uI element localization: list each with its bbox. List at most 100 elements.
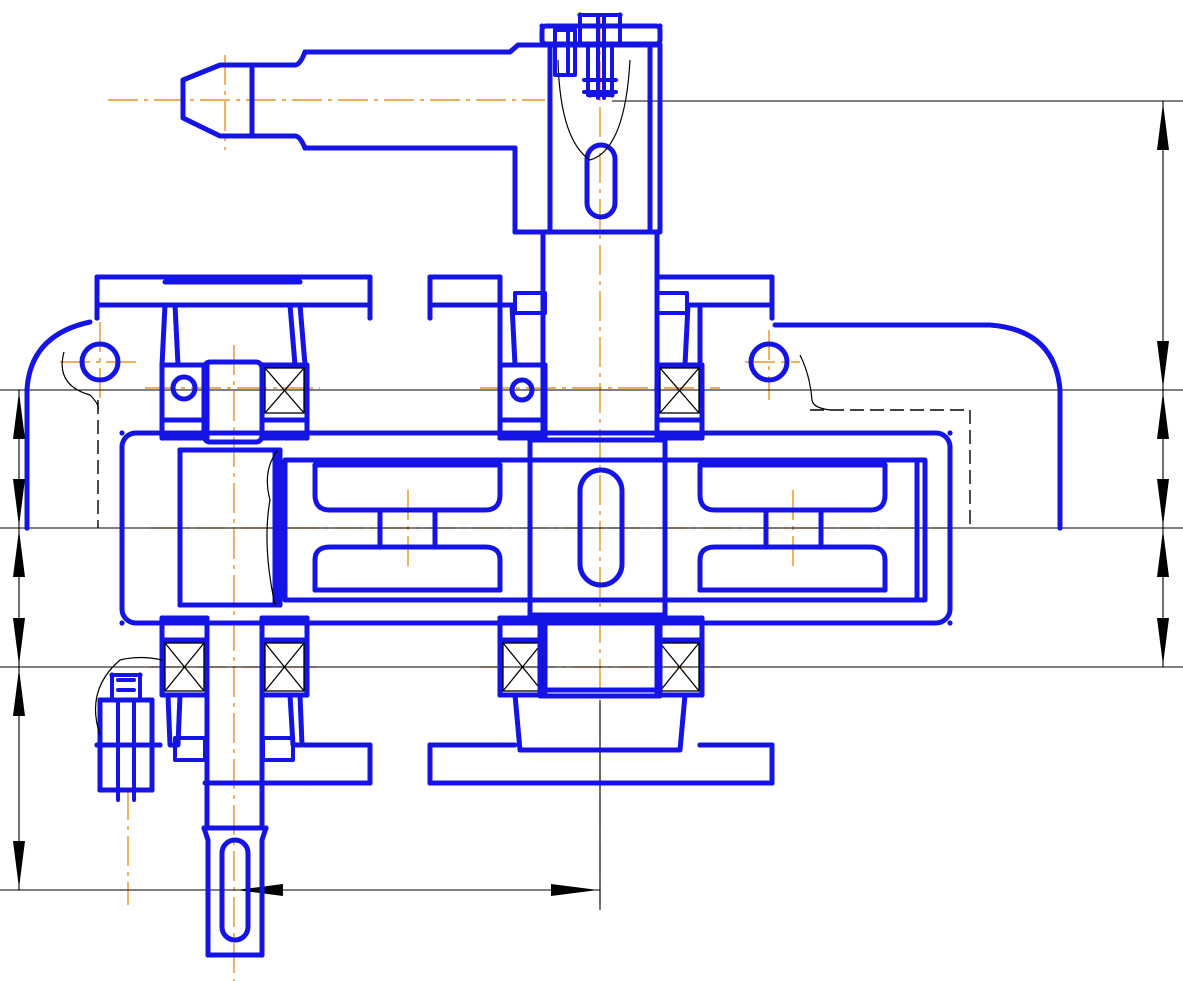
vertex-marker — [697, 302, 703, 308]
vertex-marker — [304, 692, 310, 698]
vertex-marker — [654, 435, 660, 441]
vertex-marker — [259, 417, 265, 423]
vertex-marker — [304, 417, 310, 423]
vertex-marker — [882, 587, 888, 593]
keyway-slot-upper — [584, 142, 618, 220]
vertex-marker — [769, 742, 775, 748]
vertex-marker — [497, 417, 503, 423]
vertex-marker — [542, 362, 548, 368]
vertex-markers — [24, 12, 1063, 958]
vertex-marker — [617, 12, 623, 18]
vertex-marker — [377, 507, 383, 513]
vertex-marker — [947, 430, 953, 436]
vertex-marker — [654, 274, 660, 280]
vertex-marker — [177, 602, 183, 608]
vertex-marker — [97, 787, 103, 793]
vertex-marker — [302, 780, 308, 786]
vertex-marker — [377, 544, 383, 550]
vertex-marker — [304, 362, 310, 368]
vertex-marker — [204, 417, 210, 423]
vertex-marker — [697, 587, 703, 593]
vertex-marker — [818, 544, 824, 550]
vertex-marker — [763, 507, 769, 513]
vertex-marker — [542, 417, 548, 423]
vertex-marker — [697, 742, 703, 748]
vertex-marker — [697, 462, 703, 468]
vertex-marker — [497, 692, 503, 698]
vertex-marker — [24, 387, 30, 393]
vertex-marker — [367, 315, 373, 321]
vertex-marker — [654, 615, 660, 621]
vertex-marker — [699, 435, 705, 441]
vertex-marker — [94, 315, 100, 321]
gearbox-housing — [24, 319, 1063, 626]
vertex-marker — [159, 362, 165, 368]
vertex-marker — [204, 435, 210, 441]
vertex-marker — [497, 362, 503, 368]
vertex-marker — [657, 42, 663, 48]
vertex-marker — [277, 602, 283, 608]
vertex-marker — [769, 315, 775, 321]
vertex-marker — [542, 615, 548, 621]
keyway-slot-lower — [219, 837, 251, 943]
vertex-marker — [159, 417, 165, 423]
center-lines — [60, 15, 950, 981]
upper-bearings — [159, 291, 705, 445]
vertex-marker — [297, 302, 303, 308]
vertex-marker — [277, 447, 283, 453]
vertex-marker — [662, 612, 668, 618]
vertex-marker — [497, 462, 503, 468]
vertex-marker — [249, 133, 255, 139]
vertex-marker — [539, 23, 545, 29]
dimension-arrows — [13, 103, 1169, 896]
vertex-marker — [654, 229, 660, 235]
vertex-marker — [367, 742, 373, 748]
vertex-marker — [259, 952, 265, 958]
vertex-marker — [119, 430, 125, 436]
vertex-marker — [304, 615, 310, 621]
vertex-marker — [432, 507, 438, 513]
vertex-marker — [657, 23, 663, 29]
vertex-marker — [119, 620, 125, 626]
vertex-marker — [763, 544, 769, 550]
vertex-marker — [157, 742, 163, 748]
vertex-marker — [1057, 525, 1063, 531]
input-shaft — [180, 42, 663, 235]
vertex-marker — [577, 12, 583, 18]
drain-plug-assembly — [94, 656, 163, 802]
break-line-upper — [557, 59, 631, 161]
vertex-marker — [882, 462, 888, 468]
vertex-marker — [204, 362, 210, 368]
vertex-marker — [587, 92, 593, 98]
vertex-marker — [204, 692, 210, 698]
vertex-marker — [662, 437, 668, 443]
mount-hole-right — [748, 341, 790, 383]
vertex-marker — [367, 274, 373, 280]
vertex-marker — [427, 274, 433, 280]
output-shaft-lower — [201, 692, 269, 958]
vertex-marker — [818, 507, 824, 513]
vertex-marker — [259, 362, 265, 368]
vertex-marker — [97, 697, 103, 703]
vertex-marker — [497, 615, 503, 621]
seal-left — [513, 291, 547, 315]
large-gear-wheel — [282, 437, 928, 618]
vertex-marker — [259, 435, 265, 441]
vertex-marker — [177, 447, 183, 453]
vertex-marker — [497, 587, 503, 593]
dimension-lines — [0, 100, 1183, 910]
vertex-marker — [149, 697, 155, 703]
vertex-marker — [547, 42, 553, 48]
vertex-marker — [497, 274, 503, 280]
lower-bearings — [159, 615, 705, 762]
vertex-marker — [149, 787, 155, 793]
vertex-marker — [159, 692, 165, 698]
vertex-marker — [497, 435, 503, 441]
vertex-marker — [542, 435, 548, 441]
vertex-marker — [302, 49, 308, 55]
vertex-marker — [367, 780, 373, 786]
vertex-marker — [302, 742, 308, 748]
vertex-marker — [654, 362, 660, 368]
vertex-marker — [205, 952, 211, 958]
vertex-marker — [427, 315, 433, 321]
